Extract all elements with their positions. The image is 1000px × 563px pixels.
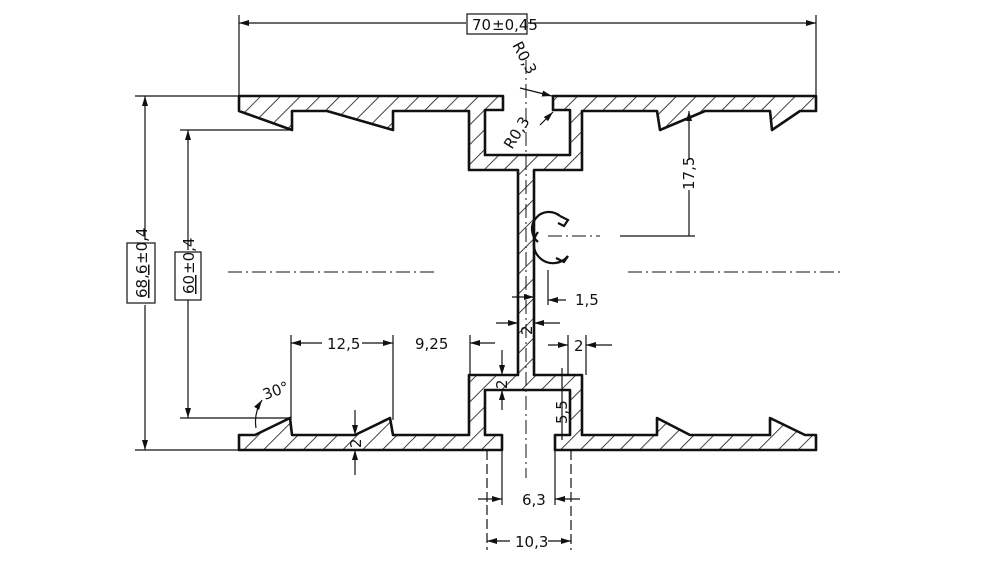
radius-top-label: R0,3 (508, 38, 540, 77)
dim-9-25: 9,25 (415, 335, 448, 353)
dim-wall-top: 2 (493, 379, 511, 389)
dim-wall-right: 2 (574, 337, 584, 355)
outer-height-value: 68,6 (133, 265, 151, 298)
clip-detail (530, 210, 570, 265)
dim-12-5: 12,5 (327, 335, 360, 353)
dim-5-5: 5,5 (553, 400, 571, 424)
dim-6-3: 6,3 (522, 491, 546, 509)
dim-17-5: 17,5 (680, 157, 698, 190)
aluminium-profile-section (237, 94, 818, 452)
dim-web-thickness: 2 (518, 325, 536, 335)
inner-height-tolerance: ±0,4 (180, 238, 198, 274)
width-dim-value: 70 (472, 16, 491, 34)
dim-1-5: 1,5 (575, 291, 599, 309)
inner-height-value: 60 (180, 275, 198, 294)
outer-height-tolerance: ±0,4 (133, 228, 151, 264)
dim-10-3: 10,3 (515, 533, 548, 551)
width-dim-tolerance: ±0,45 (492, 16, 538, 34)
dim-angle: 30° (260, 378, 291, 404)
radius-inner-label: R0,3 (500, 114, 533, 153)
centerlines (228, 60, 840, 478)
dim-plate-thickness: 2 (347, 438, 365, 448)
